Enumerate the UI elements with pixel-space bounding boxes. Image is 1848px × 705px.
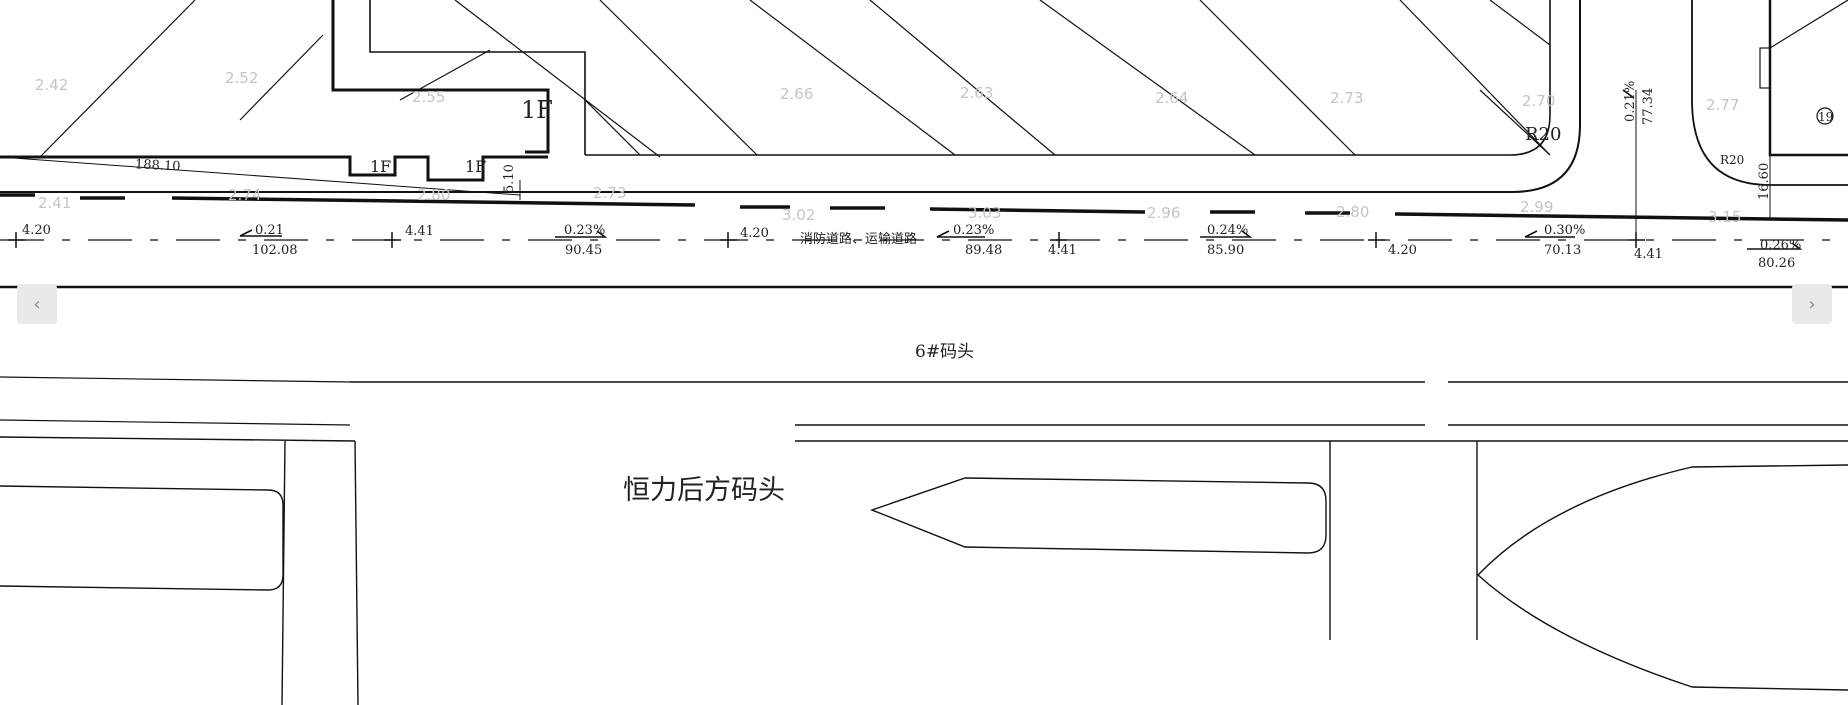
elev-label: 2.73 xyxy=(1330,89,1363,107)
elev-label: 2.64 xyxy=(1155,89,1188,107)
road-elev: 4.20 xyxy=(740,226,769,241)
road-slope: 0.23% xyxy=(564,223,605,238)
road-length: 102.08 xyxy=(252,243,298,258)
elev-label: 3.03 xyxy=(968,204,1001,222)
road-elev: 4.41 xyxy=(1048,243,1077,258)
elev-label: 2.99 xyxy=(1520,198,1553,216)
road-elev: 4.41 xyxy=(1634,247,1663,262)
elev-label: 2.77 xyxy=(1706,96,1739,114)
road-slope: 0.21 xyxy=(255,223,284,238)
elev-label: 3.02 xyxy=(782,206,815,224)
room-number-icon xyxy=(1816,107,1834,125)
road-slope: 0.30% xyxy=(1544,223,1585,238)
elev-label: 2.80 xyxy=(417,186,450,204)
elev-label: 2.70 xyxy=(1522,92,1555,110)
elev-label: 2.80 xyxy=(1336,203,1369,221)
elev-label: 2.66 xyxy=(780,85,813,103)
radius-label: R20 xyxy=(1525,124,1561,145)
dimension-label: 188.10 xyxy=(135,157,181,174)
next-button[interactable]: › xyxy=(1792,284,1832,324)
road-name: 消防道路、运输道路 xyxy=(800,231,917,247)
dimension-label: 16.60 xyxy=(1757,163,1772,200)
elev-label: 2.74 xyxy=(228,186,261,204)
previous-button[interactable]: ‹ xyxy=(17,284,57,324)
elev-label: 2.96 xyxy=(1147,204,1180,222)
road-slope: 0.24% xyxy=(1207,223,1248,238)
dimension-label: 5.10 xyxy=(502,164,517,193)
road-length: 90.45 xyxy=(565,243,602,258)
elev-label: 2.42 xyxy=(35,76,68,94)
radius-label: R20 xyxy=(1720,153,1744,167)
wharf-label: 6#码头 xyxy=(915,342,974,362)
building-outline xyxy=(331,0,550,154)
chevron-right-icon: › xyxy=(1808,293,1816,315)
wharf-label: 恒力后方码头 xyxy=(623,475,785,506)
slope-label: 0.21% xyxy=(1623,81,1638,122)
building-label: 1F xyxy=(465,157,486,176)
elev-label: 2.73 xyxy=(593,184,626,202)
room-number: 19 xyxy=(1818,110,1833,124)
road-slope: 0.23% xyxy=(953,223,994,238)
road-length: 85.90 xyxy=(1207,243,1244,258)
elev-label: 2.63 xyxy=(960,84,993,102)
road-slope: 0.26% xyxy=(1760,238,1801,253)
road-elev: 4.20 xyxy=(22,223,51,238)
chevron-left-icon: ‹ xyxy=(33,293,41,315)
road-length: 89.48 xyxy=(965,243,1002,258)
building-label: 1F xyxy=(370,157,391,176)
elev-label: 2.55 xyxy=(412,88,445,106)
elev-label: 3.15 xyxy=(1708,208,1741,226)
building-label: 1F xyxy=(521,96,553,124)
dimension-label: 77.34 xyxy=(1641,88,1656,125)
elev-label: 2.41 xyxy=(38,194,71,212)
road-elev: 4.41 xyxy=(405,224,434,239)
road-length: 80.26 xyxy=(1758,256,1795,271)
road-elev: 4.20 xyxy=(1388,243,1417,258)
elev-label: 2.52 xyxy=(225,69,258,87)
road-length: 70.13 xyxy=(1544,243,1581,258)
